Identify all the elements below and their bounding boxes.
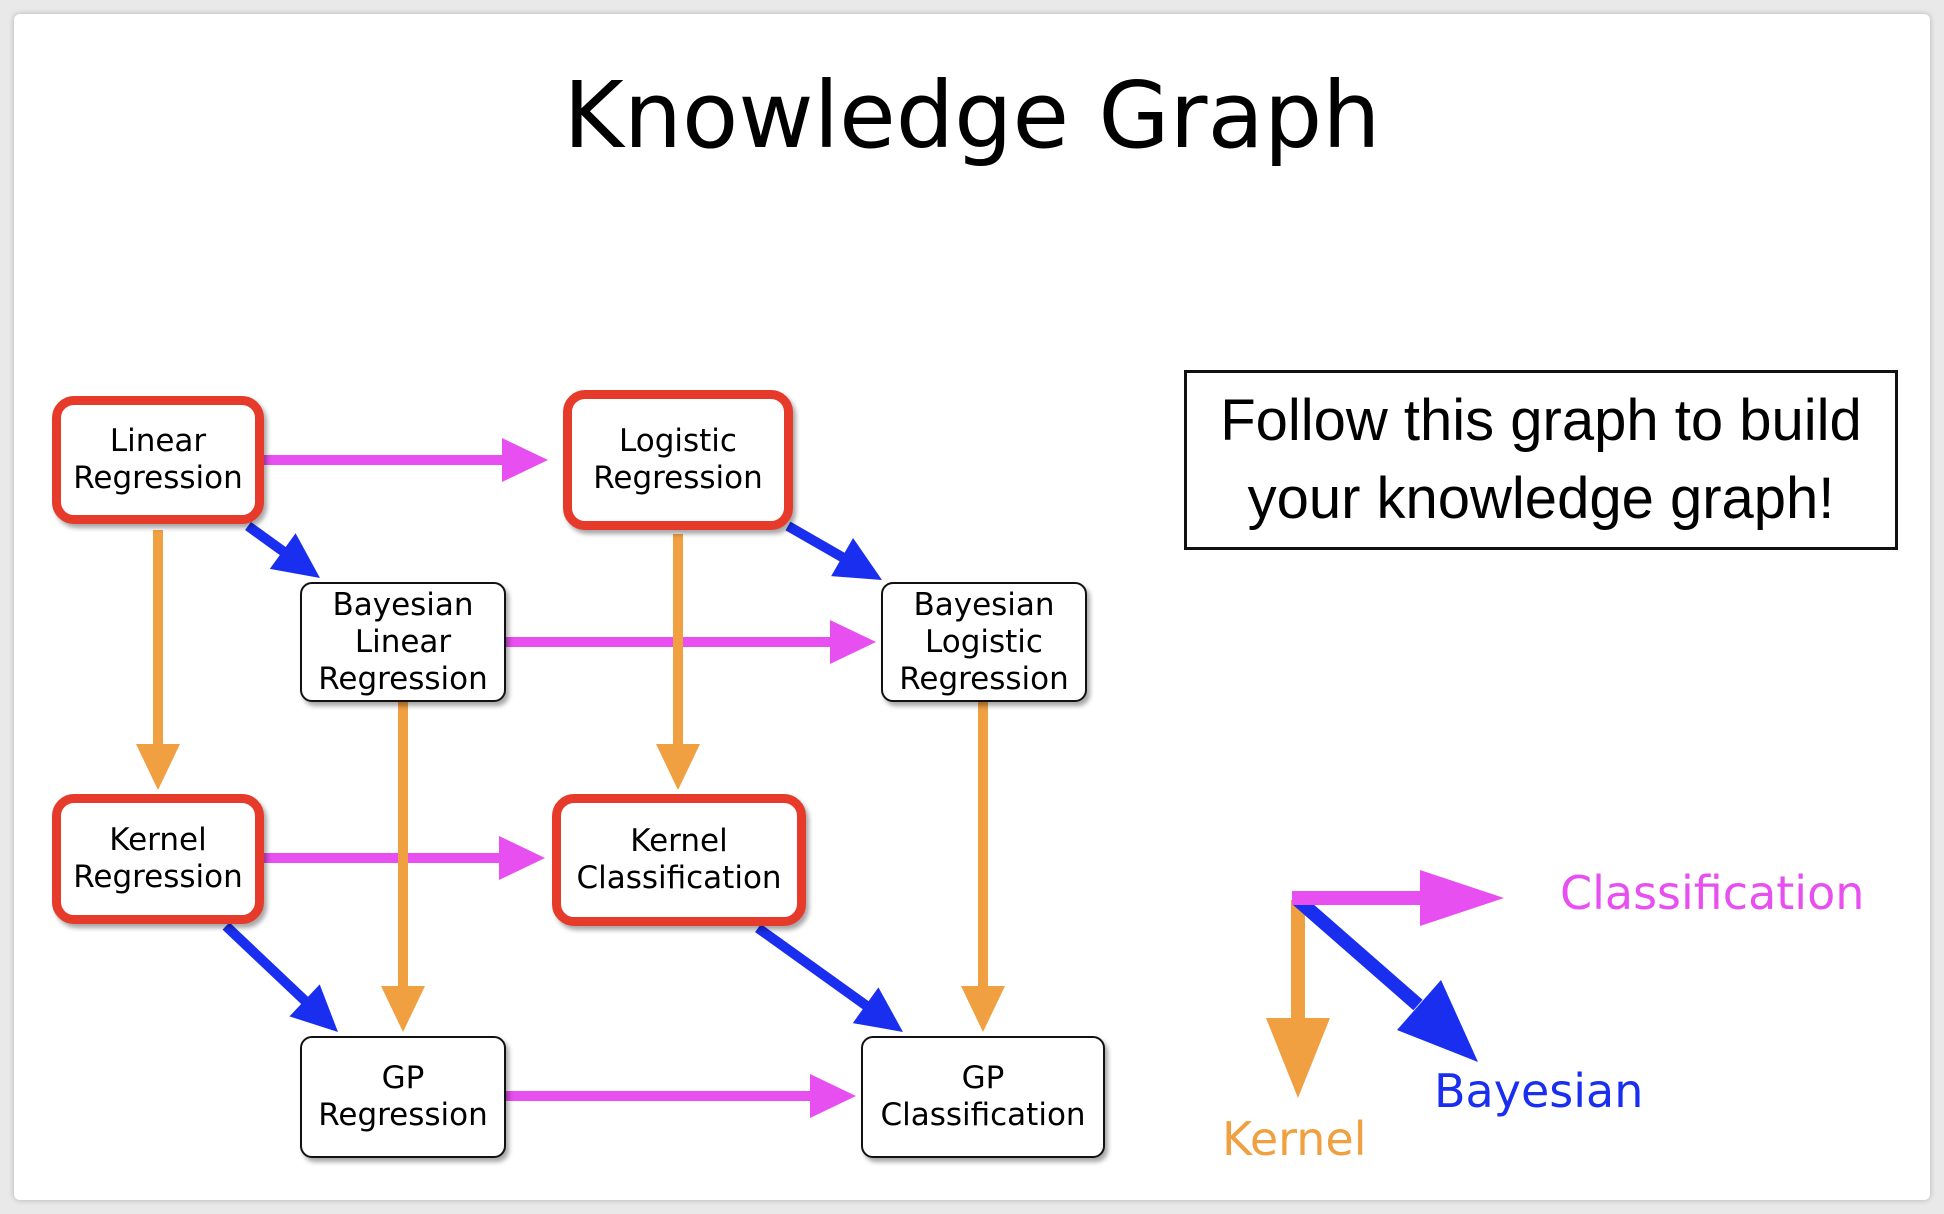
edge-arrowhead	[136, 744, 180, 790]
edge-bayesian-logistic-regression-to-bayesian-logistic-regression	[785, 521, 882, 580]
edge-arrowhead	[852, 987, 903, 1032]
node-label: Bayesian Logistic Regression	[899, 586, 1069, 697]
node-label: Kernel Regression	[73, 822, 243, 895]
node-kernel-regression[interactable]: Kernel Regression	[52, 794, 264, 924]
node-label: GP Regression	[318, 1060, 488, 1133]
legend-kernel-arrowhead	[1266, 1018, 1330, 1098]
node-label: GP Classification	[880, 1060, 1086, 1133]
edge-classification-linear-regression-to-logistic-regression	[264, 438, 548, 482]
legend-arrows	[1266, 870, 1504, 1098]
legend-label-kernel: Kernel	[1222, 1112, 1367, 1166]
node-label: Logistic Regression	[593, 423, 763, 496]
edge-arrowhead	[289, 984, 338, 1032]
node-label: Linear Regression	[73, 423, 243, 496]
edge-classification-kernel-regression-to-kernel-classification	[264, 836, 545, 880]
edge-classification-gp-regression-to-gp-classification	[506, 1074, 856, 1118]
edge-classification-bayesian-linear-regression-to-bayesian-logistic-regression	[506, 620, 876, 664]
legend-label-classification: Classification	[1560, 866, 1865, 920]
node-linear-regression[interactable]: Linear Regression	[52, 396, 264, 524]
instruction-callout: Follow this graph to build your knowledg…	[1184, 370, 1898, 550]
node-gp-classification[interactable]: GP Classification	[861, 1036, 1105, 1158]
edge-bayesian-kernel-classification-to-gp-classification	[755, 923, 903, 1032]
edge-bayesian-linear-regression-to-bayesian-linear-regression	[245, 521, 320, 578]
edge-kernel-bayesian-linear-regression-to-gp-regression	[381, 702, 425, 1032]
node-label: Kernel Classification	[576, 823, 782, 896]
legend-label-bayesian: Bayesian	[1434, 1064, 1644, 1118]
edge-arrowhead	[502, 438, 548, 482]
page-title: Knowledge Graph	[563, 62, 1381, 169]
edge-shaft	[785, 521, 847, 563]
node-kernel-classification[interactable]: Kernel Classification	[552, 794, 806, 926]
legend-bayesian-arrow	[1293, 894, 1423, 1011]
edge-kernel-logistic-regression-to-kernel-classification	[656, 534, 700, 790]
edge-shaft	[222, 922, 310, 1006]
edge-bayesian-kernel-regression-to-gp-regression	[222, 922, 338, 1032]
edge-kernel-bayesian-logistic-regression-to-gp-classification	[961, 702, 1005, 1032]
legend-bayesian-arrowhead	[1397, 980, 1478, 1062]
edge-shaft	[755, 923, 871, 1011]
node-label: Bayesian Linear Regression	[318, 586, 488, 697]
node-bayesian-logistic-regression[interactable]: Bayesian Logistic Regression	[881, 582, 1087, 702]
edge-arrowhead	[269, 533, 320, 578]
edge-kernel-linear-regression-to-kernel-regression	[136, 530, 180, 790]
node-logistic-regression[interactable]: Logistic Regression	[563, 390, 793, 530]
legend-classification-arrowhead	[1420, 870, 1504, 926]
edge-arrowhead	[381, 986, 425, 1032]
edge-arrowhead	[831, 538, 882, 580]
edge-arrowhead	[830, 620, 876, 664]
edge-shaft	[245, 521, 288, 557]
edge-arrowhead	[961, 986, 1005, 1032]
edge-arrowhead	[499, 836, 545, 880]
edge-arrowhead	[810, 1074, 856, 1118]
edge-arrowhead	[656, 744, 700, 790]
node-bayesian-linear-regression[interactable]: Bayesian Linear Regression	[300, 582, 506, 702]
node-gp-regression[interactable]: GP Regression	[300, 1036, 506, 1158]
